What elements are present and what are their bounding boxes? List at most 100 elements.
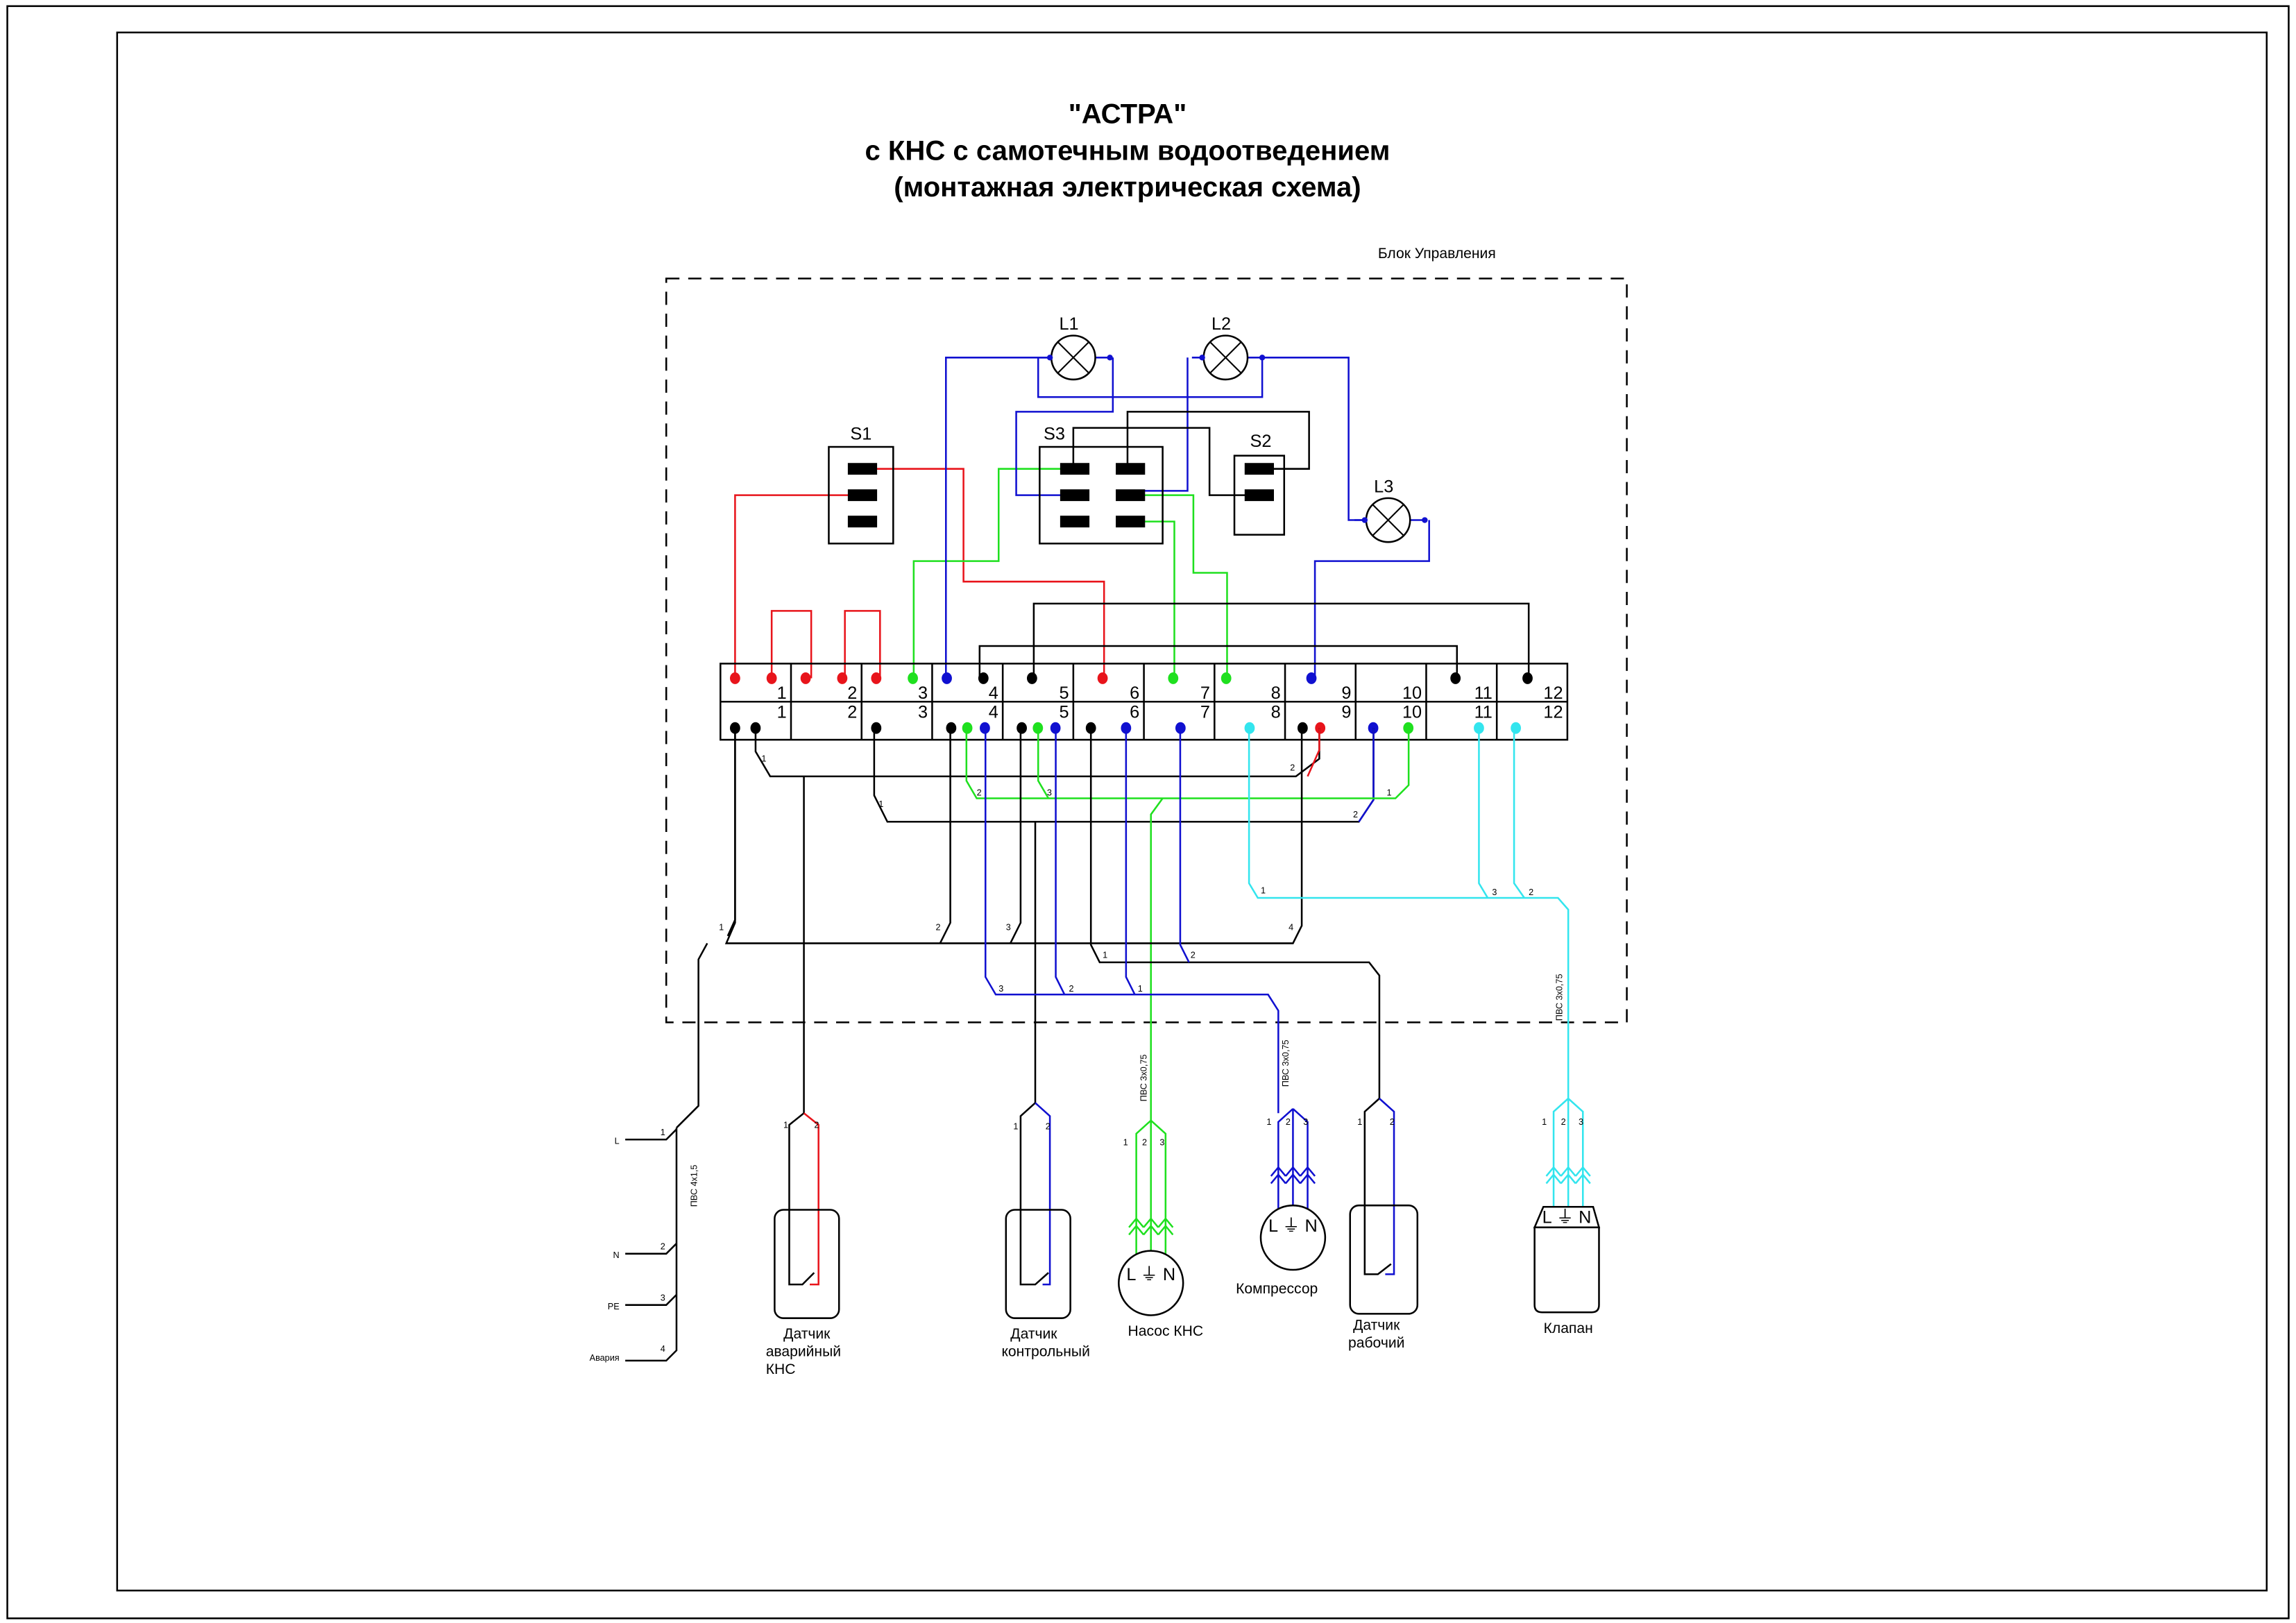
sensor-work: 1 2 Датчик рабочий: [1348, 1098, 1419, 1351]
terminal-7[interactable]: 77: [1143, 663, 1210, 740]
terminal-dot-black: [1297, 722, 1308, 734]
svg-text:1: 1: [878, 799, 883, 809]
switch-s1[interactable]: S1: [828, 424, 894, 545]
input-label-alarm: Авария: [590, 1353, 620, 1363]
wire-red-jumper: [844, 610, 881, 679]
sensor-control: 1 2 Датчик контрольный: [1001, 1102, 1090, 1360]
terminal-number-top: 6: [1130, 683, 1139, 703]
terminal-number-bottom: 8: [1271, 702, 1281, 722]
lamp-terminal-dot: [1422, 517, 1428, 523]
terminal-1[interactable]: 11: [730, 672, 787, 734]
terminal-dot-red: [871, 672, 882, 684]
terminal-number-bottom: 9: [1341, 702, 1351, 722]
terminal-dot-green: [908, 672, 918, 684]
lamp-l1: L1: [1039, 314, 1113, 381]
wire-black: [1126, 411, 1310, 470]
svg-text:2: 2: [1286, 1117, 1291, 1127]
terminal-2[interactable]: 22: [790, 663, 857, 740]
svg-text:L ⏚ N: L ⏚ N: [1126, 1265, 1175, 1284]
switch-contact: [847, 516, 878, 528]
wire-blue: [1179, 728, 1190, 963]
terminal-dot-black: [1017, 722, 1027, 734]
switch-s3[interactable]: S3: [1039, 424, 1164, 545]
svg-text:2: 2: [936, 922, 941, 932]
svg-text:1: 1: [1103, 951, 1107, 960]
lamp-terminal-dot: [1046, 355, 1053, 361]
terminal-number-top: 5: [1059, 683, 1069, 703]
wire-blue: [984, 728, 1279, 1114]
wire-cyan: [1513, 728, 1525, 899]
svg-text:2: 2: [1069, 984, 1074, 994]
lamp-l2: L2: [1191, 314, 1266, 381]
switch-contact: [1116, 516, 1146, 528]
switch-s2[interactable]: S2: [1233, 432, 1286, 536]
terminal-9[interactable]: 99: [1284, 663, 1351, 740]
wire-red: [734, 494, 865, 679]
svg-text:2: 2: [1191, 951, 1196, 960]
cable-valve-label: ПВС 3х0,75: [1555, 974, 1565, 1021]
svg-text:Насос КНС: Насос КНС: [1128, 1323, 1203, 1339]
wire-green: [1150, 797, 1164, 1121]
wire-black: [1089, 728, 1381, 1099]
switch-s1-label: S1: [850, 424, 871, 443]
wire-black: [1009, 728, 1022, 944]
switch-contact: [1116, 489, 1146, 502]
svg-text:3: 3: [1159, 1138, 1164, 1148]
lamp-label: L3: [1374, 477, 1393, 496]
wire-blue: [1262, 357, 1368, 521]
terminal-dot-red: [1315, 722, 1326, 734]
switch-contact: [1060, 489, 1090, 502]
switch-contact: [1116, 463, 1146, 475]
switch-s2-label: S2: [1250, 432, 1272, 451]
terminal-number-bottom: 10: [1402, 702, 1422, 722]
svg-text:2: 2: [1142, 1138, 1147, 1148]
wire-green: [912, 468, 1065, 679]
input-label-l: L: [615, 1137, 620, 1146]
svg-text:КНС: КНС: [766, 1361, 796, 1377]
terminal-number-bottom: 2: [847, 702, 857, 722]
svg-text:Компрессор: Компрессор: [1236, 1281, 1318, 1297]
terminal-8[interactable]: 88: [1214, 663, 1281, 740]
switch-contact: [847, 489, 878, 502]
terminal-dot-black: [1450, 672, 1461, 684]
wire-red-jumper: [770, 610, 813, 679]
lamp-terminal-dot: [1199, 355, 1205, 361]
switch-contact: [1244, 489, 1274, 502]
terminal-5[interactable]: 55: [1001, 663, 1069, 740]
title-line-3: (монтажная электрическая схема): [894, 172, 1361, 203]
switch-contact: [847, 463, 878, 475]
terminal-number-top: 2: [847, 683, 857, 703]
svg-text:3: 3: [1303, 1117, 1308, 1127]
power-input: L N PE Авария 1 2 3 4 ПВС 4х1,5: [590, 1128, 699, 1363]
terminal-number-top: 10: [1402, 683, 1422, 703]
terminal-number-bottom: 6: [1130, 702, 1139, 722]
terminal-dot-blue: [1306, 672, 1317, 684]
wire-black-red-seg: [1307, 728, 1320, 777]
terminal-number-bottom: 5: [1059, 702, 1069, 722]
lamp-terminal-dot: [1107, 355, 1113, 361]
page-title: "АСТРА" с КНС с самотечным водоотведение…: [865, 99, 1391, 203]
svg-text:1: 1: [719, 922, 724, 932]
inner-frame: [116, 31, 2268, 1592]
lamp-l3: L3: [1354, 477, 1428, 543]
svg-text:2: 2: [1390, 1117, 1395, 1127]
terminal-dot-black: [1522, 672, 1533, 684]
svg-text:3: 3: [661, 1293, 665, 1302]
svg-text:2: 2: [814, 1120, 819, 1130]
wire-blue: [1313, 520, 1430, 679]
terminal-number-top: 9: [1341, 683, 1351, 703]
input-label-n: N: [613, 1250, 620, 1260]
svg-text:2: 2: [661, 1241, 665, 1251]
svg-text:контрольный: контрольный: [1001, 1344, 1089, 1360]
switch-contact: [1060, 516, 1090, 528]
terminal-number-top: 12: [1543, 683, 1563, 703]
wire-red: [875, 468, 1105, 679]
svg-text:L ⏚ N: L ⏚ N: [1542, 1208, 1592, 1227]
terminal-dot-red: [1097, 672, 1108, 684]
svg-text:3: 3: [1492, 887, 1497, 897]
wire-black: [939, 728, 951, 944]
